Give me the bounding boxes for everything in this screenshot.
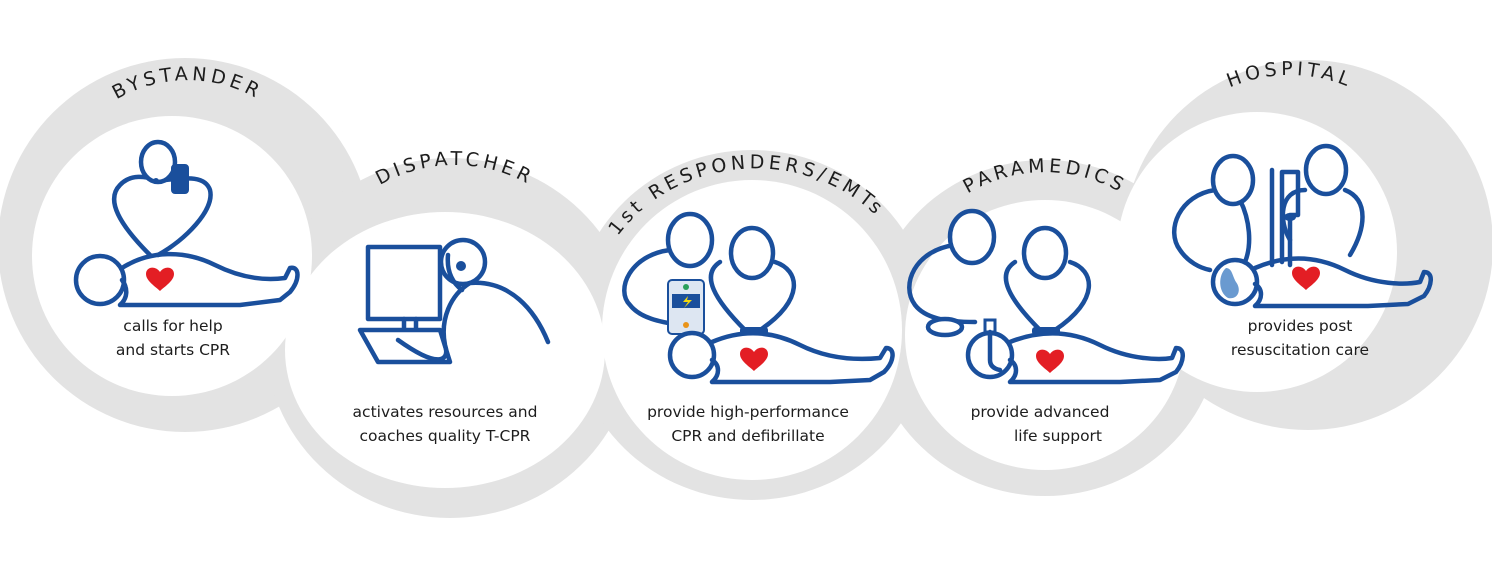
hospital-iv-icon	[1172, 143, 1433, 309]
responders-aed-icon	[622, 211, 895, 385]
bystander-cpr-phone-icon	[73, 139, 300, 308]
paramedics-airway-icon	[907, 208, 1185, 385]
dispatcher-headset-computer-icon	[357, 237, 551, 365]
